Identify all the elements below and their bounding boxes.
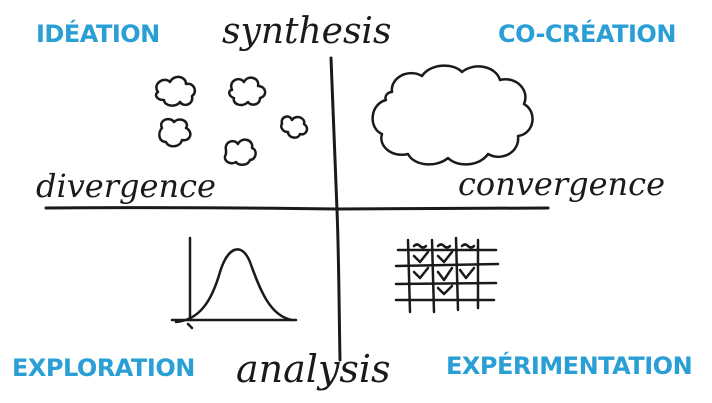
large-cloud-sketch bbox=[371, 64, 534, 166]
quadrant-label-exploration: EXPLORATION bbox=[12, 354, 195, 382]
checkmark bbox=[436, 250, 454, 264]
small-cloud bbox=[154, 75, 197, 107]
checkmark-grid-sketch bbox=[394, 236, 500, 314]
small-cloud bbox=[280, 115, 309, 139]
axis-label-synthesis: synthesis bbox=[222, 11, 392, 52]
checkmark bbox=[412, 266, 430, 280]
axis-label-divergence: divergence bbox=[36, 167, 216, 205]
small-cloud bbox=[158, 117, 192, 148]
tick-mark bbox=[186, 322, 194, 330]
axis-label-analysis: analysis bbox=[236, 347, 391, 391]
squiggle bbox=[436, 243, 452, 249]
checkmark bbox=[458, 266, 476, 280]
checkmark bbox=[436, 266, 454, 282]
quadrant-label-cocreation: CO-CRÉATION bbox=[498, 20, 676, 48]
bell-curve-sketch bbox=[170, 236, 298, 330]
quadrant-label-ideation: IDÉATION bbox=[36, 20, 160, 48]
squiggle bbox=[412, 243, 428, 249]
small-clouds-sketch bbox=[154, 75, 309, 166]
checkmark bbox=[412, 250, 430, 264]
small-cloud bbox=[223, 138, 257, 166]
squiggle bbox=[460, 243, 476, 249]
bell-curve-line bbox=[174, 248, 294, 324]
small-cloud bbox=[228, 76, 267, 107]
horizontal-axis bbox=[44, 206, 550, 211]
quadrant-label-experimentation: EXPÉRIMENTATION bbox=[446, 352, 693, 380]
axis-label-convergence: convergence bbox=[458, 165, 665, 203]
checkmark bbox=[436, 284, 454, 296]
